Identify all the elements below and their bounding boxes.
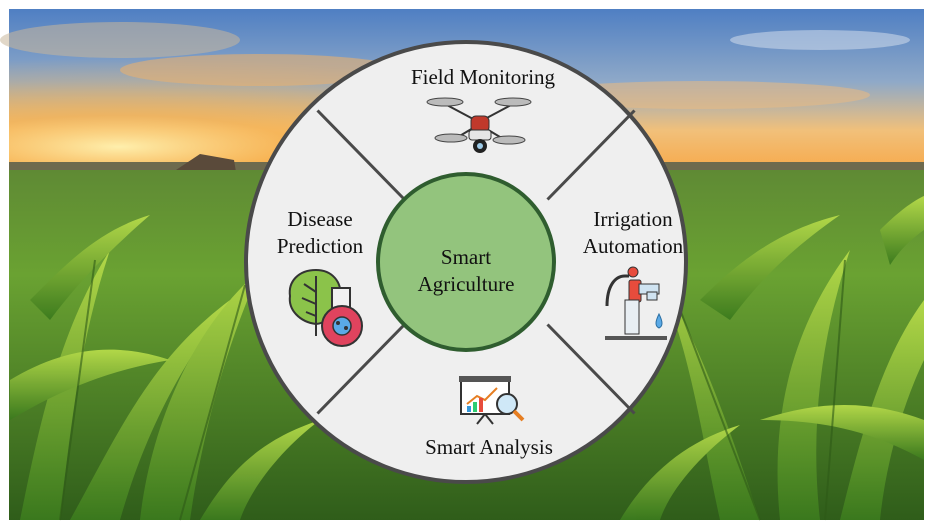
center-circle [376,172,556,352]
segment-label-disease-line1: Disease [287,207,352,231]
center-title-line1: Smart [441,245,491,269]
segment-dividers [316,109,636,415]
segment-label-irrigation-line1: Irrigation [593,207,673,231]
center-title-line2: Agriculture [418,272,515,296]
segment-label-field-monitoring: Field Monitoring [411,65,556,89]
segment-label-smart-analysis: Smart Analysis [425,435,553,459]
water-tap-icon [605,266,667,340]
drone-icon [426,97,532,153]
segment-label-disease-line2: Prediction [277,234,364,258]
plant-virus-icon [288,268,363,347]
segment-label-irrigation-line2: Automation [583,234,684,258]
analytics-board-icon [459,376,525,425]
